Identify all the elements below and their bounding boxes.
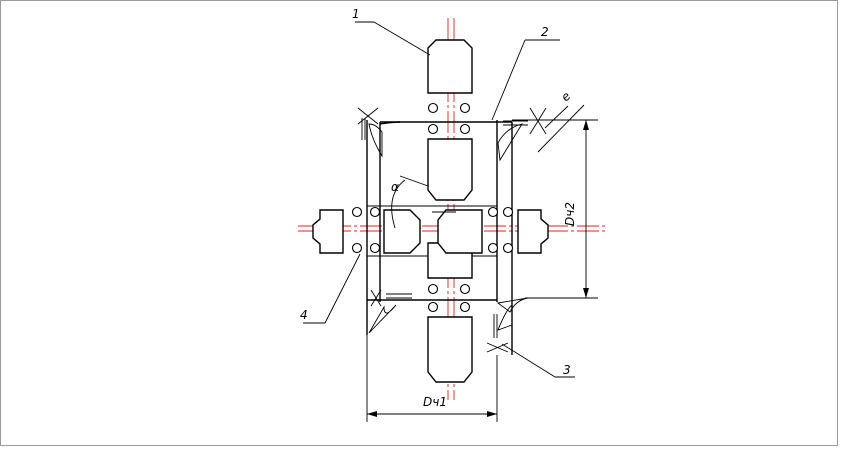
callout-2: 2 (541, 25, 549, 39)
lower-rollers (427, 242, 473, 383)
section-marks (357, 107, 547, 353)
callout-leaders (303, 21, 575, 378)
angle-label: α (391, 180, 399, 194)
dimension-d2-label: Dч2 (563, 202, 577, 226)
callout-3: 3 (563, 363, 571, 377)
upper-rollers (427, 39, 473, 201)
angle-marker (391, 175, 456, 229)
horizontal-dimension (366, 335, 498, 422)
callout-4: 4 (300, 308, 308, 322)
gap-dimension (537, 104, 585, 153)
vertical-dimension (512, 119, 598, 299)
callout-1: 1 (352, 7, 360, 21)
dimension-d1-label: Dч1 (423, 395, 447, 409)
bearing-balls (351, 102, 514, 313)
horizontal-rollers (312, 209, 549, 254)
gap-label: e (558, 89, 573, 104)
